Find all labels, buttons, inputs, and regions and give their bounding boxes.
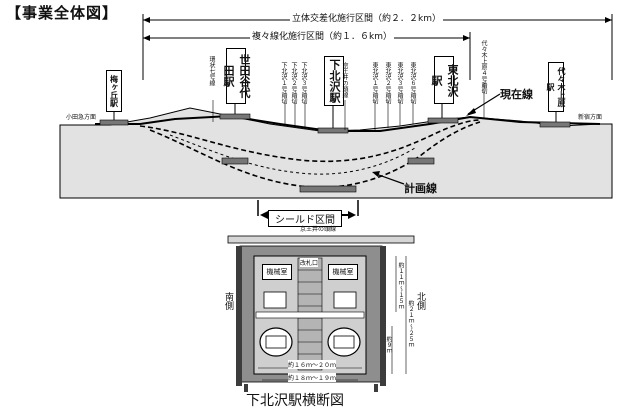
- depth-dimension-2: 約２１ｍ～２５ｍ: [407, 300, 414, 348]
- concourse-label: 改札口: [300, 258, 319, 267]
- south-side-label: 南側: [223, 292, 233, 310]
- crossing-label: 東北沢２号踏切: [384, 62, 391, 104]
- station-setagaya-daita: 世田谷代田駅: [222, 48, 251, 104]
- crossing-label: 京王井の頭線: [341, 62, 348, 98]
- platform-setagaya-daita: [219, 113, 251, 120]
- cross-section-top-label: 京王井の頭線: [300, 226, 337, 233]
- depth-dimension-3: 約９ｍ: [385, 336, 392, 354]
- machine-room-left: 機械室: [262, 264, 292, 280]
- crossing-label: 東北沢１号踏切: [371, 62, 378, 104]
- planned-line-pointer: [372, 171, 405, 185]
- direction-odakyu: 小田急方面: [66, 114, 97, 121]
- depth-dimension-1: 約１１ｍ～１５ｍ: [397, 262, 404, 310]
- direction-shinjuku: 新宿方面: [578, 114, 603, 121]
- width-dimension-2: 約１８ｍ～１９ｍ: [288, 373, 337, 382]
- planned-line-middle: [169, 134, 416, 175]
- platform-umegaoka: [99, 119, 129, 126]
- crossing-label: 東北沢３号踏切: [396, 62, 403, 104]
- crossing-label: 環状七号線: [208, 56, 215, 86]
- station-yoyogi-uehara: 代々木上原駅: [546, 62, 566, 112]
- platform-higashi-kitazawa: [427, 117, 459, 124]
- crossing-label: 東北沢６号踏切: [409, 62, 416, 104]
- double-track-span-label: 複々線化施行区間（約１．６km）: [250, 29, 394, 42]
- grade-separation-span-label: 立体交差化施行区間（約２．２km）: [290, 11, 443, 24]
- current-line-label: 現在線: [500, 88, 533, 101]
- platform-higashi-kitazawa-new: [407, 157, 435, 165]
- ground-profile: [59, 107, 613, 199]
- planned-line-upper: [139, 119, 481, 163]
- platform-shimokitazawa: [317, 127, 349, 134]
- station-shimokitazawa: 下北沢駅: [324, 56, 344, 106]
- crossing-label: 下北沢２号踏切: [290, 62, 297, 104]
- planned-line-label: 計画線: [404, 182, 437, 195]
- crossing-label: 下北沢１号踏切: [280, 62, 287, 104]
- platform-setagaya-daita-new: [221, 157, 249, 165]
- north-side-label: 北側: [415, 292, 425, 310]
- current-line-pointer: [466, 93, 501, 116]
- machine-room-right: 機械室: [328, 264, 358, 280]
- platform-yoyogi-uehara: [539, 121, 571, 128]
- width-dimension-1: 約１６ｍ～２０ｍ: [288, 360, 337, 369]
- crossing-label: 下北沢３号踏切: [300, 62, 307, 104]
- shield-section-label: シールド区間: [268, 210, 342, 227]
- crossing-leaders: [212, 82, 485, 130]
- station-umegaoka: 梅ヶ丘駅: [106, 70, 122, 112]
- station-higashi-kitazawa: 東北沢駅: [430, 56, 459, 104]
- platform-shimokitazawa-new: [299, 185, 357, 193]
- cross-section-caption: 下北沢駅横断図: [246, 393, 344, 409]
- diagram-title: 【事業全体図】: [6, 4, 119, 22]
- planned-line-lower: [149, 121, 481, 189]
- crossing-label: 代々木上原４号踏切: [480, 40, 487, 94]
